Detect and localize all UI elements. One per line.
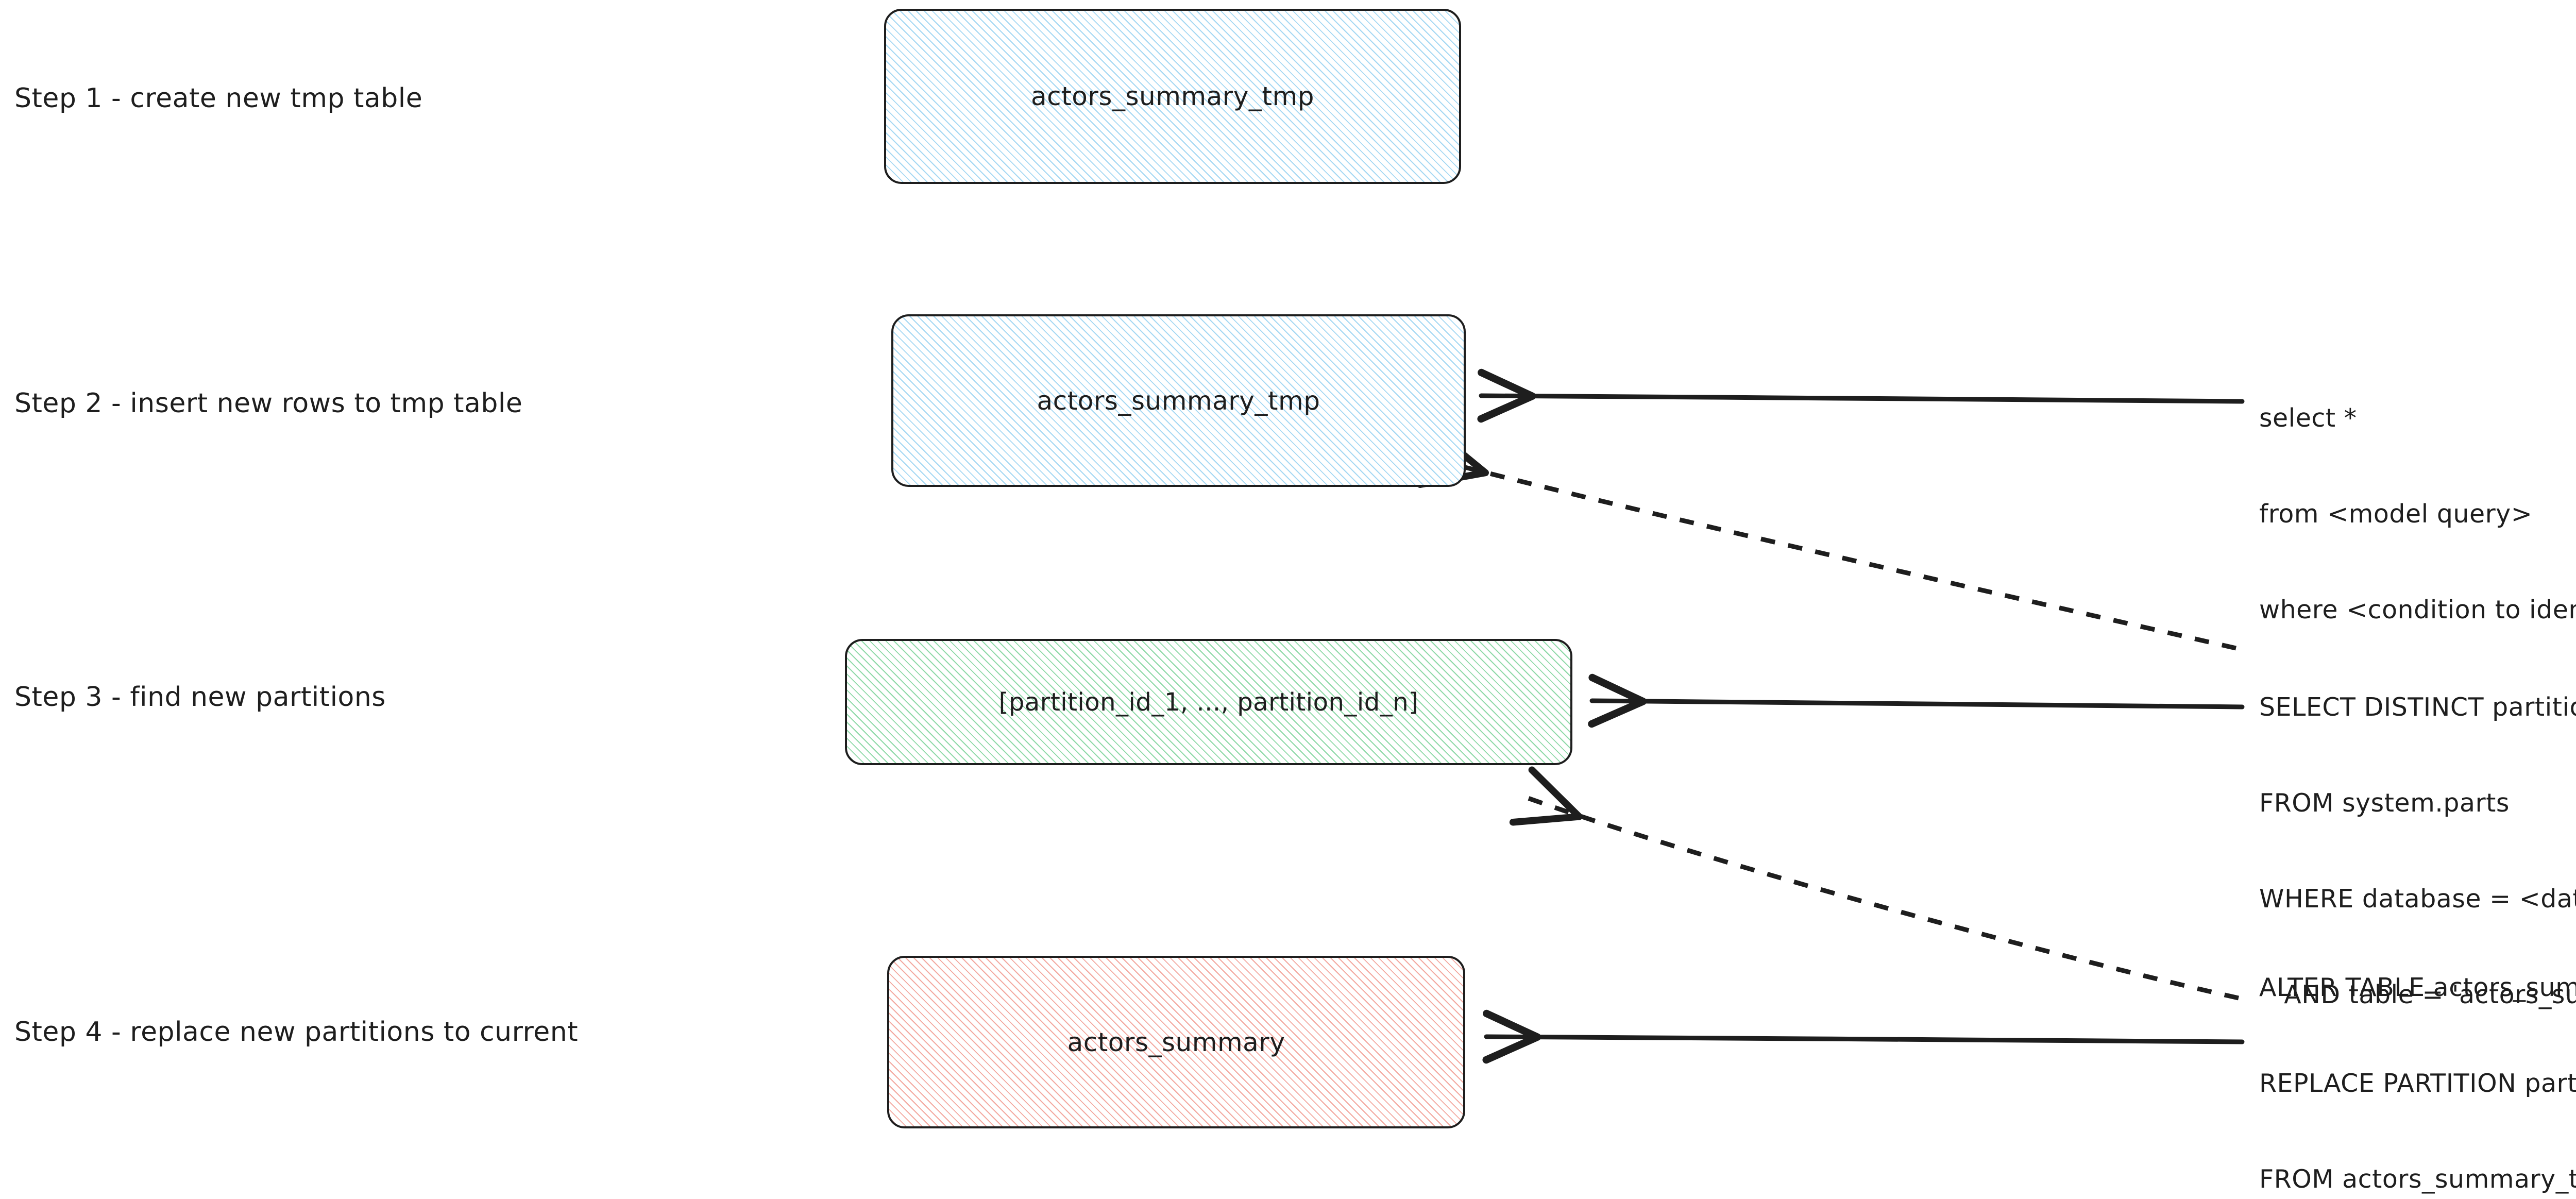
arrow-node3-from-query4	[1509, 766, 2239, 1001]
step-label-4: Step 4 - replace new partitions to curre…	[14, 1017, 579, 1048]
query-line: ALTER TABLE actors_summary	[2259, 973, 2576, 1002]
node-actors-summary-tmp-step2[interactable]: actors_summary_tmp	[891, 314, 1466, 487]
query-line: REPLACE PARTITION partition_id_1	[2259, 1069, 2576, 1098]
node-label: actors_summary_tmp	[1037, 385, 1320, 416]
step-label-1: Step 1 - create new tmp table	[14, 83, 423, 114]
query-line: where <condition to identify new>	[2259, 595, 2576, 624]
query-step2: select * from <model query> where <condi…	[2259, 339, 2576, 690]
arrow-query4-to-node4	[1482, 1009, 2245, 1064]
query-line: FROM actors_summary_tmp,	[2259, 1164, 2576, 1194]
node-actors-summary[interactable]: actors_summary	[887, 956, 1465, 1128]
arrow-query2-to-node2	[1477, 368, 2245, 423]
node-label: [partition_id_1, ..., partition_id_n]	[998, 687, 1419, 717]
query-step4: ALTER TABLE actors_summary REPLACE PARTI…	[2259, 908, 2576, 1199]
query-line: SELECT DISTINCT partition_id	[2259, 693, 2576, 722]
query-line: AND table = 'actors_summary_tmp'	[2284, 980, 2576, 1009]
node-label: actors_summary	[1067, 1027, 1285, 1057]
query-step3: SELECT DISTINCT partition_id FROM system…	[2259, 628, 2576, 1075]
query-line: select *	[2259, 403, 2357, 433]
step-label-3: Step 3 - find new partitions	[14, 682, 386, 713]
query-line: FROM system.parts	[2259, 788, 2510, 818]
step-label-2: Step 2 - insert new rows to tmp table	[14, 388, 523, 419]
query-line: from <model query>	[2259, 499, 2533, 529]
arrow-node2-from-query3	[1416, 427, 2237, 651]
arrow-query3-to-node3	[1588, 673, 2245, 728]
node-actors-summary-tmp-step1[interactable]: actors_summary_tmp	[884, 9, 1461, 184]
node-label: actors_summary_tmp	[1031, 81, 1314, 111]
node-new-partitions-list[interactable]: [partition_id_1, ..., partition_id_n]	[845, 639, 1572, 765]
query-line: WHERE database = <database>	[2259, 884, 2576, 914]
